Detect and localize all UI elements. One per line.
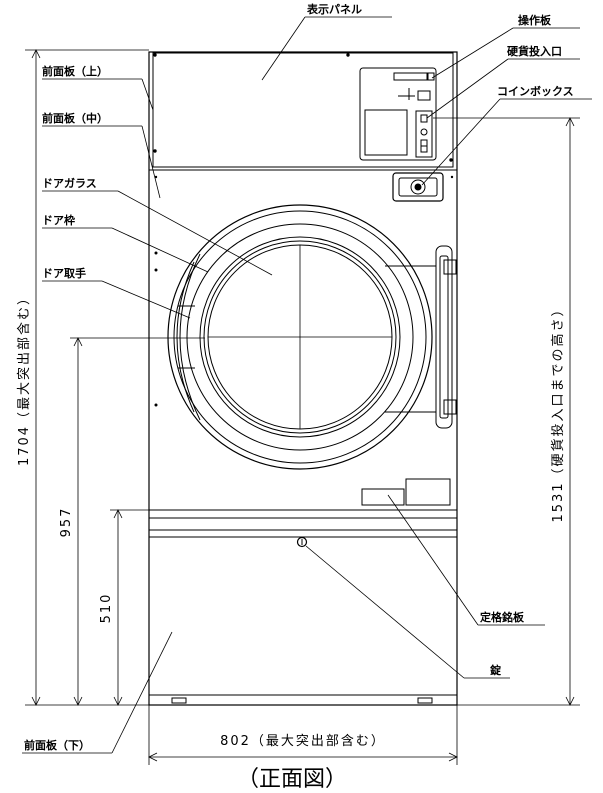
machine-body <box>148 51 458 706</box>
dimension-lines <box>25 49 580 765</box>
dim-width: 802（最大突出部含む） <box>220 733 386 749</box>
dim-base-height: 510 <box>99 593 114 624</box>
label-rating-plate: 定格銘板 <box>480 610 525 624</box>
side-rivets <box>154 175 454 407</box>
label-front-upper: 前面板（上） <box>42 64 108 78</box>
door-frame <box>167 204 433 470</box>
label-display-panel: 表示パネル <box>306 2 362 16</box>
label-lock: 錠 <box>490 663 502 677</box>
feet <box>171 697 433 704</box>
control-panel <box>359 67 437 161</box>
door-glass <box>203 240 397 434</box>
door-handle <box>176 253 201 421</box>
door-hinge <box>385 245 457 429</box>
leader-lines <box>22 16 592 754</box>
lock <box>296 536 308 548</box>
dim-door-center-height: 957 <box>59 507 74 538</box>
caption: （正面図） <box>237 767 347 792</box>
label-coin-slot: 硬貨投入口 <box>507 44 562 58</box>
coin-slot <box>415 110 433 158</box>
label-door-handle: ドア取手 <box>42 266 86 280</box>
label-front-lower: 前面板（下） <box>24 738 90 752</box>
label-coin-box: コインボックス <box>497 84 574 98</box>
label-control-panel: 操作板 <box>518 13 552 27</box>
label-door-frame: ドア枠 <box>42 213 75 227</box>
label-door-glass: ドアガラス <box>42 176 97 190</box>
coin-box <box>392 172 444 202</box>
label-front-middle: 前面板（中） <box>42 111 108 125</box>
dim-coin-slot-height: 1531（硬貨投入口までの高さ） <box>550 301 566 522</box>
display-panel <box>152 52 454 168</box>
dim-total-height: 1704（最大突出部含む） <box>16 290 32 466</box>
rating-plate <box>361 478 451 506</box>
